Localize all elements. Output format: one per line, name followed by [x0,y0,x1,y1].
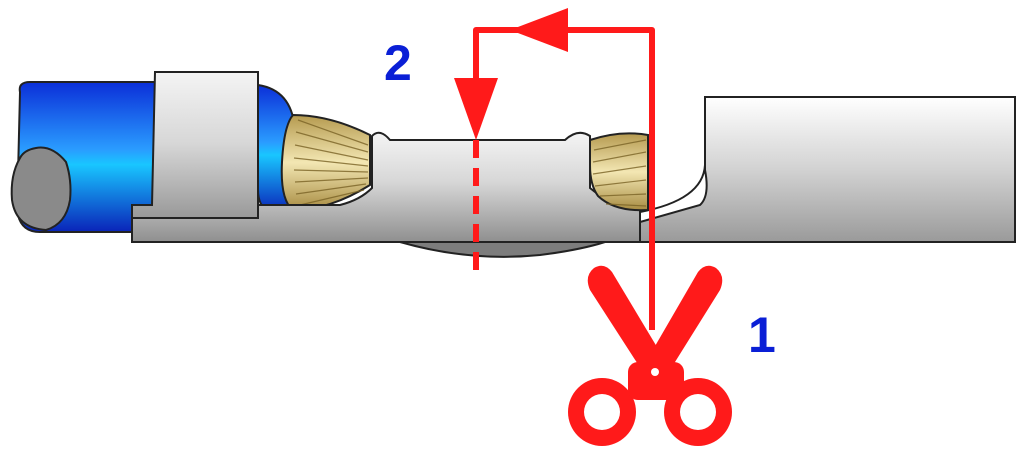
arrow-icon [454,78,498,140]
cable-jacket [10,81,161,233]
wire-strands-right [589,132,649,212]
arrow-icon [510,8,568,52]
cut-path-marker [454,8,655,330]
step-label-2: 2 [384,35,412,91]
terminal-body [131,96,1016,258]
scissors-icon [568,265,732,446]
step-label-1: 1 [748,307,776,363]
wire-strands-left [280,113,371,212]
